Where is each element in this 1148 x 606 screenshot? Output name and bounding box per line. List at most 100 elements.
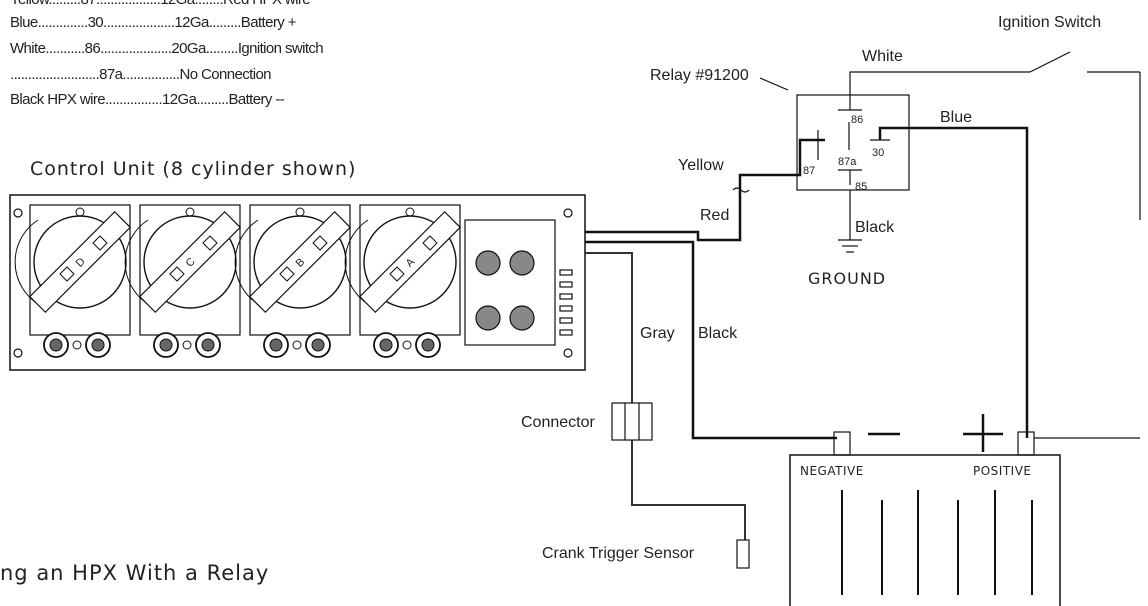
coil-small-hole xyxy=(402,340,412,350)
relay-pin-85: 85 xyxy=(855,181,867,193)
coil-small-hole xyxy=(182,340,192,350)
coil-rotor-bar xyxy=(248,210,352,314)
connector-body xyxy=(611,402,653,441)
coil-module xyxy=(29,204,131,336)
mount-hole xyxy=(563,348,573,358)
wire-table-row-2: Blue..............30....................… xyxy=(10,14,297,31)
mount-hole xyxy=(563,208,573,218)
coil-mount-hole xyxy=(75,207,85,217)
relay-label-leader xyxy=(759,77,789,91)
red-yellow-wire xyxy=(585,138,825,242)
coil-dial xyxy=(363,215,457,309)
negative-label: NEGATIVE xyxy=(800,464,864,478)
coil-terminal-center xyxy=(269,338,283,352)
relay-black-wire-label: Black xyxy=(855,219,895,236)
coil-small-hole xyxy=(72,340,82,350)
white-wire-label: White xyxy=(862,48,903,65)
coil-rotor-bar xyxy=(28,210,132,314)
coil-terminal-center xyxy=(201,338,215,352)
coil-dial xyxy=(143,215,237,309)
black-wire-label: Black xyxy=(698,325,738,342)
yellow-wire-label: Yellow xyxy=(678,157,724,174)
negative-terminal xyxy=(833,431,851,456)
wires xyxy=(585,51,1141,540)
gray-wire-label: Gray xyxy=(640,325,675,342)
terminal-screw xyxy=(475,305,501,331)
relay-pin-30: 30 xyxy=(872,147,884,159)
relay-pin-87a: 87a xyxy=(838,156,857,168)
coil-module xyxy=(249,204,351,336)
crank-trigger-sensor xyxy=(736,539,750,569)
coil-terminal-center xyxy=(49,338,63,352)
ground-label: GROUND xyxy=(808,269,886,288)
mount-hole xyxy=(13,348,23,358)
wire-table: Yellow.........87..................12Ga.… xyxy=(10,0,324,108)
relay-pin-87: 87 xyxy=(803,165,815,177)
white-wire xyxy=(849,71,1030,95)
coil-terminal-center xyxy=(379,338,393,352)
crank-sensor-label: Crank Trigger Sensor xyxy=(542,545,695,562)
mount-hole xyxy=(13,208,23,218)
relay-label: Relay #91200 xyxy=(650,67,749,84)
coil-module xyxy=(359,204,461,336)
coil-arc xyxy=(14,219,39,305)
gray-wire-sensor xyxy=(631,440,746,540)
relay-pin-86: 86 xyxy=(851,114,863,126)
wire-table-row-4: .........................87a............… xyxy=(10,66,271,83)
coil-rotor-mark xyxy=(59,266,75,282)
blue-wire-label: Blue xyxy=(940,109,972,126)
coil-rotor-mark xyxy=(312,235,328,251)
coil-rotor-mark xyxy=(202,235,218,251)
control-unit-label: Control Unit (8 cylinder shown) xyxy=(30,158,356,180)
connector-label: Connector xyxy=(521,414,595,431)
black-ground-wire xyxy=(585,240,837,440)
coil-rotor-mark xyxy=(422,235,438,251)
coil-rotor-mark xyxy=(169,266,185,282)
relay-body xyxy=(796,94,910,191)
red-wire-label: Red xyxy=(700,207,729,224)
coil-dial xyxy=(33,215,127,309)
gray-wire xyxy=(585,252,633,403)
positive-label: POSITIVE xyxy=(973,464,1032,478)
coil-module xyxy=(139,204,241,336)
connector xyxy=(611,402,653,441)
coil-arc xyxy=(344,219,369,305)
terminal-panel xyxy=(464,219,556,346)
control-unit-body xyxy=(9,194,586,371)
coil-terminal-center xyxy=(91,338,105,352)
coil-terminal-center xyxy=(311,338,325,352)
relay: 86 30 87 87a 85 xyxy=(759,77,910,193)
coil-arc xyxy=(234,219,259,305)
wire-table-row-3: White...........86....................20… xyxy=(10,40,323,57)
coil-small-hole xyxy=(292,340,302,350)
wire-break-symbol xyxy=(732,187,750,193)
positive-terminal xyxy=(1017,431,1035,456)
terminal-screw xyxy=(509,305,535,331)
battery xyxy=(789,414,1061,606)
coil-dial xyxy=(253,215,347,309)
terminal-screw xyxy=(509,250,535,276)
coil-rotor-bar xyxy=(358,210,462,314)
coil-terminal-center xyxy=(421,338,435,352)
coil-terminal-center xyxy=(159,338,173,352)
coil-rotor-mark xyxy=(279,266,295,282)
coil-mount-hole xyxy=(185,207,195,217)
coil-mount-hole xyxy=(405,207,415,217)
coil-mount-hole xyxy=(295,207,305,217)
ground-symbol xyxy=(838,190,862,253)
labels: Ignition Switch White Relay #91200 Blue … xyxy=(0,14,1101,585)
ignition-switch-label: Ignition Switch xyxy=(998,14,1101,31)
wire-table-row-5: Black HPX wire................12Ga......… xyxy=(10,91,285,108)
battery-case xyxy=(789,454,1061,606)
blue-wire xyxy=(878,126,1029,438)
ignition-switch-contact xyxy=(1029,51,1071,73)
diagram-title: ng an HPX With a Relay xyxy=(0,561,269,585)
coil-arc xyxy=(124,219,149,305)
terminal-screw xyxy=(475,250,501,276)
indicator-slots xyxy=(559,269,573,336)
coil-rotor-mark xyxy=(92,235,108,251)
coil-rotor-bar xyxy=(138,210,242,314)
